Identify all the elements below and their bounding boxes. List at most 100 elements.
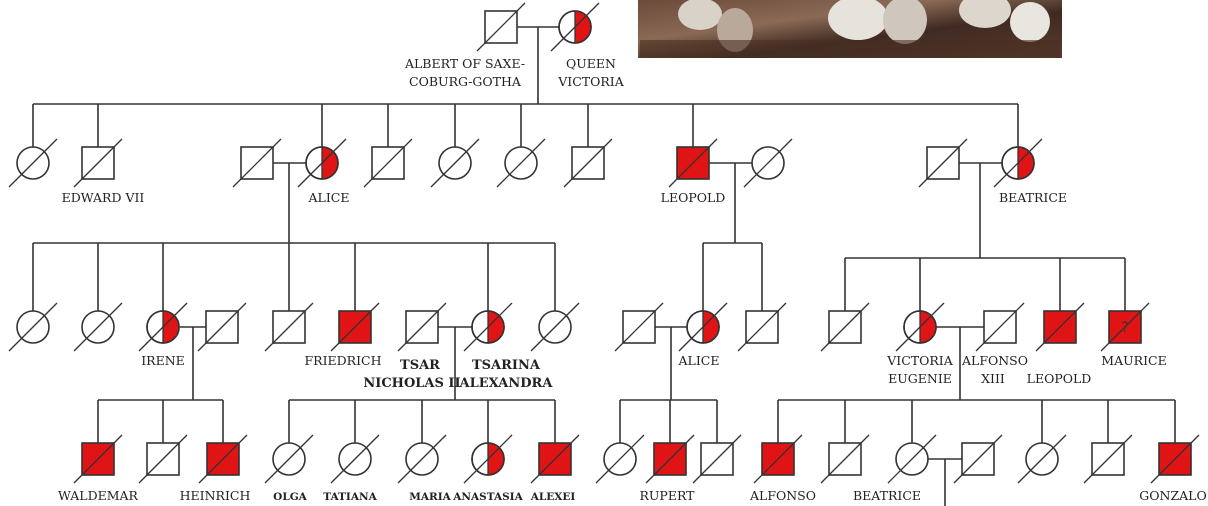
- deceased-slash: [614, 302, 664, 352]
- deceased-slash: [887, 434, 937, 484]
- deceased-slash: [1100, 302, 1150, 352]
- deceased-slash: [363, 138, 413, 188]
- carrier-half-fill: [488, 311, 504, 343]
- person-child6: [430, 138, 480, 188]
- person-beatrice: [993, 138, 1043, 188]
- label-waldemar: WALDEMAR: [58, 488, 139, 503]
- label-albert-line2: COBURG-GOTHA: [409, 74, 522, 89]
- deceased-slash: [530, 302, 580, 352]
- person-gonzalo: [1150, 434, 1200, 484]
- label-edward-vii: EDWARD VII: [62, 190, 145, 205]
- person-beatrice-g4-husband: [953, 434, 1003, 484]
- deceased-slash: [197, 302, 247, 352]
- label-victoria-line1: QUEEN: [566, 56, 616, 71]
- label-alfonso: ALFONSO: [749, 488, 816, 503]
- pedigree-individuals: ?: [8, 2, 1200, 484]
- label-tsarina-line1: TSARINA: [472, 358, 541, 373]
- person-irene-child2: [138, 434, 188, 484]
- deceased-slash: [330, 302, 380, 352]
- deceased-slash: [563, 138, 613, 188]
- deceased-slash: [330, 434, 380, 484]
- deceased-slash: [297, 138, 347, 188]
- person-child5: [363, 138, 413, 188]
- carrier-half-fill: [488, 443, 504, 475]
- deceased-slash: [895, 302, 945, 352]
- carrier-half-fill: [1018, 147, 1034, 179]
- label-gonzalo: GONZALO: [1139, 488, 1206, 503]
- person-beatrice-child1: [820, 302, 870, 352]
- deceased-slash: [975, 302, 1025, 352]
- label-alfonso-xiii-line2: XIII: [981, 371, 1005, 386]
- label-victoria-eugenie-line2: EUGENIE: [888, 371, 952, 386]
- person-victoria-eugenie: [895, 302, 945, 352]
- person-alfonso: [753, 434, 803, 484]
- person-leopold-g3: [1035, 302, 1085, 352]
- label-rupert: RUPERT: [639, 488, 695, 503]
- carrier-half-fill: [920, 311, 936, 343]
- deceased-slash: [73, 138, 123, 188]
- deceased-slash: [264, 302, 314, 352]
- carrier-half-fill: [163, 311, 179, 343]
- person-alice-husband: [232, 138, 282, 188]
- deceased-slash: [476, 2, 526, 52]
- person-ve-child2: [820, 434, 870, 484]
- label-tatiana: TATIANA: [323, 491, 377, 503]
- person-child8: [563, 138, 613, 188]
- deceased-slash: [820, 302, 870, 352]
- deceased-slash: [692, 434, 742, 484]
- deceased-slash: [138, 434, 188, 484]
- deceased-slash: [953, 434, 1003, 484]
- person-queen-victoria: [550, 2, 600, 52]
- label-albert-line1: ALBERT OF SAXE-: [404, 56, 525, 71]
- label-irene: IRENE: [141, 353, 185, 368]
- carrier-half-fill: [703, 311, 719, 343]
- person-ve-child6: [1083, 434, 1133, 484]
- person-tsarina-alexandra: [463, 302, 513, 352]
- deceased-slash: [753, 434, 803, 484]
- label-anastasia: ANASTASIA: [452, 491, 523, 503]
- label-friedrich: FRIEDRICH: [305, 353, 382, 368]
- deceased-slash: [430, 138, 480, 188]
- deceased-slash: [1150, 434, 1200, 484]
- label-tsarina-line2: ALEXANDRA: [459, 376, 554, 391]
- label-heinrich: HEINRICH: [180, 488, 251, 503]
- question-mark-icon: ?: [1121, 320, 1128, 336]
- deceased-slash: [550, 2, 600, 52]
- person-heinrich: [198, 434, 248, 484]
- deceased-slash: [397, 302, 447, 352]
- label-victoria-line2: VICTORIA: [557, 74, 624, 89]
- person-alice-g3-child1: [595, 434, 645, 484]
- deceased-slash: [73, 302, 123, 352]
- person-child7: [496, 138, 546, 188]
- deceased-slash: [8, 302, 58, 352]
- person-alfonso-xiii: [975, 302, 1025, 352]
- label-beatrice: BEATRICE: [999, 190, 1067, 205]
- person-tatiana: [330, 434, 380, 484]
- deceased-slash: [595, 434, 645, 484]
- deceased-slash: [1083, 434, 1133, 484]
- person-maria: [397, 434, 447, 484]
- deceased-slash: [530, 434, 580, 484]
- deceased-slash: [743, 138, 793, 188]
- deceased-slash: [737, 302, 787, 352]
- person-g3-child1: [8, 302, 58, 352]
- person-leopold: [668, 138, 718, 188]
- deceased-slash: [645, 434, 695, 484]
- deceased-slash: [8, 138, 58, 188]
- person-alexei: [530, 434, 580, 484]
- deceased-slash: [668, 138, 718, 188]
- person-beatrice-g4: [887, 434, 937, 484]
- person-child1: [8, 138, 58, 188]
- label-maurice: MAURICE: [1101, 353, 1166, 368]
- royal-painting-thumbnail: [638, 0, 1062, 58]
- label-alexei: ALEXEI: [530, 491, 576, 503]
- person-olga: [264, 434, 314, 484]
- person-maurice: ?: [1100, 302, 1150, 352]
- label-olga: OLGA: [273, 491, 307, 503]
- deceased-slash: [198, 434, 248, 484]
- deceased-slash: [138, 302, 188, 352]
- carrier-half-fill: [575, 11, 591, 43]
- person-albert: [476, 2, 526, 52]
- deceased-slash: [1017, 434, 1067, 484]
- label-beatrice-gen4: BEATRICE: [853, 488, 921, 503]
